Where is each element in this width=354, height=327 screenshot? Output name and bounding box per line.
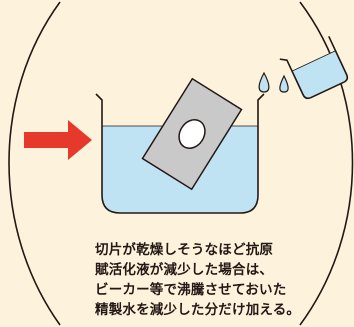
glass-slide-icon bbox=[141, 77, 243, 191]
beaker-outline bbox=[279, 35, 349, 100]
red-arrow-icon bbox=[24, 120, 92, 160]
right-bracket-curve bbox=[299, 1, 354, 326]
beaker-icon bbox=[279, 35, 349, 100]
container-outline bbox=[95, 93, 265, 214]
water-drop-icon bbox=[279, 74, 289, 93]
water-drop-icon bbox=[258, 71, 270, 93]
caption-line-3: ビーカー等で沸騰させておいた bbox=[95, 282, 287, 298]
instruction-caption: 切片が乾燥しそうなほど抗原 賦活化液が減少した場合は、 ビーカー等で沸騰させてお… bbox=[95, 240, 301, 320]
tissue-section bbox=[178, 119, 206, 149]
caption-line-1: 切片が乾燥しそうなほど抗原 bbox=[95, 242, 274, 258]
caption-line-4: 精製水を減少した分だけ加える。 bbox=[95, 302, 301, 318]
caption-line-2: 賦活化液が減少した場合は、 bbox=[95, 262, 274, 278]
left-bracket-curve bbox=[8, 1, 61, 326]
